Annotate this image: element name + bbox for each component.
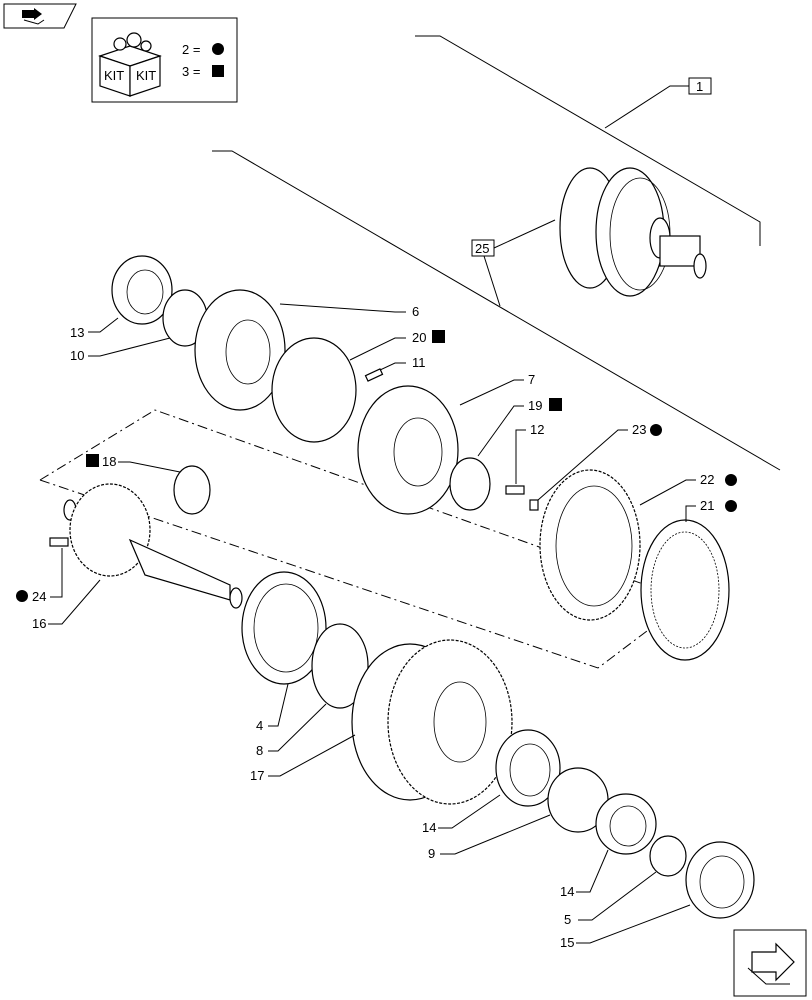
callout-21: 21	[700, 498, 714, 513]
part-17-gear[interactable]	[351, 639, 513, 805]
callout-6: 6	[412, 304, 419, 319]
callout-15: 15	[560, 935, 574, 950]
part-15-seal[interactable]	[685, 841, 755, 919]
part-7-piston[interactable]	[357, 385, 459, 515]
part-20-oring[interactable]	[271, 337, 357, 443]
callout-10: 10	[70, 348, 84, 363]
callout-12: 12	[530, 422, 544, 437]
part-16-shaft[interactable]	[63, 483, 243, 609]
nav-back-button[interactable]	[3, 3, 77, 29]
part-21-disc[interactable]	[640, 519, 730, 661]
callout-11: 11	[412, 355, 426, 370]
kit-label-right: KIT	[136, 68, 156, 83]
legend-row-square: 3 =	[182, 64, 200, 79]
square-symbol-icon	[432, 330, 445, 343]
nav-forward-button[interactable]	[733, 929, 807, 997]
callout-7: 7	[528, 372, 535, 387]
part-14-bearing-b[interactable]	[595, 793, 657, 855]
legend-row-circle: 2 =	[182, 42, 200, 57]
part-14-bearing-a[interactable]	[495, 729, 561, 807]
circle-symbol-icon	[650, 424, 662, 436]
part-12-pin[interactable]	[505, 485, 525, 495]
circle-symbol-icon	[725, 474, 737, 486]
callout-1: 1	[696, 79, 703, 94]
callout-24: 24	[32, 589, 46, 604]
part-19-ring[interactable]	[449, 457, 491, 511]
kit-legend: KIT KIT 2 = 3 =	[91, 17, 238, 103]
callout-13: 13	[70, 325, 84, 340]
square-symbol-icon	[212, 65, 224, 77]
callout-16: 16	[32, 616, 46, 631]
circle-symbol-icon	[725, 500, 737, 512]
arrow-icon	[747, 942, 795, 985]
kit-label-left: KIT	[104, 68, 124, 83]
callout-14b: 14	[560, 884, 574, 899]
square-symbol-icon	[549, 398, 562, 411]
circle-symbol-icon	[212, 43, 224, 55]
dashed-group-outline	[39, 409, 689, 601]
part-1-assembly[interactable]	[559, 167, 707, 297]
square-symbol-icon	[86, 454, 99, 467]
callout-19: 19	[528, 398, 542, 413]
callout-8: 8	[256, 743, 263, 758]
part-6-plate[interactable]	[194, 289, 286, 411]
kit-box-icon: KIT KIT	[98, 32, 162, 97]
part-24-plug[interactable]	[49, 537, 69, 547]
callout-4: 4	[256, 718, 263, 733]
arrow-icon	[22, 8, 45, 25]
callout-25: 25	[475, 241, 489, 256]
part-11-pin[interactable]	[364, 368, 384, 382]
part-13-seal[interactable]	[111, 255, 173, 325]
part-18-ring[interactable]	[173, 465, 211, 515]
callout-22: 22	[700, 472, 714, 487]
circle-symbol-icon	[16, 590, 28, 602]
callout-18: 18	[102, 454, 116, 469]
callout-9: 9	[428, 846, 435, 861]
callout-23: 23	[632, 422, 646, 437]
part-8-snap-ring[interactable]	[311, 623, 369, 709]
callout-20: 20	[412, 330, 426, 345]
part-4-washer[interactable]	[241, 571, 327, 685]
part-23-spring[interactable]	[529, 499, 539, 511]
callout-14a: 14	[422, 820, 436, 835]
callout-5: 5	[564, 912, 571, 927]
part-22-ring-gear[interactable]	[539, 469, 641, 621]
part-5-ring[interactable]	[649, 835, 687, 877]
group-line-25	[212, 150, 781, 471]
callout-17: 17	[250, 768, 264, 783]
group-line-1	[415, 35, 761, 246]
